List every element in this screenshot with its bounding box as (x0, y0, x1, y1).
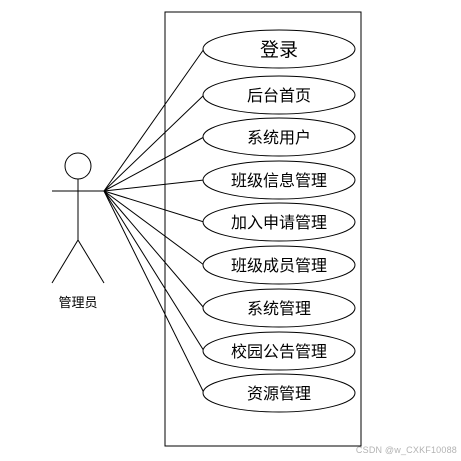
association-lines (103, 48, 205, 394)
use-case-join-requests: 加入申请管理 (202, 202, 356, 242)
association-line (103, 136, 205, 192)
use-case-label: 资源管理 (247, 384, 311, 403)
use-case-class-info: 班级信息管理 (202, 160, 356, 200)
use-case-label: 班级信息管理 (231, 171, 327, 190)
use-case-ellipse (202, 331, 356, 371)
use-case-dashboard: 后台首页 (202, 75, 356, 115)
use-case-ellipse (202, 29, 356, 69)
use-case-ellipse (202, 75, 356, 115)
use-case-label: 加入申请管理 (231, 213, 327, 232)
use-case-ellipse (202, 245, 356, 285)
watermark: CSDN @w_CXKF10088 (355, 445, 457, 455)
use-case-resources: 资源管理 (202, 373, 356, 413)
actor-head (64, 152, 92, 180)
actor-figure (51, 152, 105, 284)
use-case-label: 班级成员管理 (231, 256, 327, 275)
association-line (103, 190, 205, 309)
use-case-label: 校园公告管理 (231, 342, 327, 361)
use-case-ellipse (202, 202, 356, 242)
actor-left-leg (51, 239, 79, 284)
association-line (103, 190, 205, 223)
association-line (103, 190, 205, 352)
use-case-ellipse (202, 117, 356, 157)
use-case-system-users: 系统用户 (202, 117, 356, 157)
use-case-label: 登录 (260, 39, 298, 61)
use-case-campus-notices: 校园公告管理 (202, 331, 356, 371)
use-case-group: 登录 后台首页 系统用户 班级信息管理 加入申请管理 班级成员管理 (202, 29, 356, 413)
use-case-system-management: 系统管理 (202, 288, 356, 328)
association-line (103, 190, 205, 394)
association-line (103, 190, 205, 266)
use-case-ellipse (202, 288, 356, 328)
use-case-label: 系统用户 (247, 128, 311, 147)
association-line (103, 94, 205, 192)
use-case-ellipse (202, 373, 356, 413)
association-line (103, 48, 205, 192)
use-case-ellipse (202, 160, 356, 200)
association-line (103, 179, 205, 192)
use-case-label: 系统管理 (247, 299, 311, 318)
use-case-login: 登录 (202, 29, 356, 69)
use-case-label: 后台首页 (247, 86, 311, 105)
actor-right-leg (77, 239, 105, 284)
system-boundary (164, 11, 362, 447)
actor-label: 管理员 (58, 296, 97, 311)
use-case-class-members: 班级成员管理 (202, 245, 356, 285)
